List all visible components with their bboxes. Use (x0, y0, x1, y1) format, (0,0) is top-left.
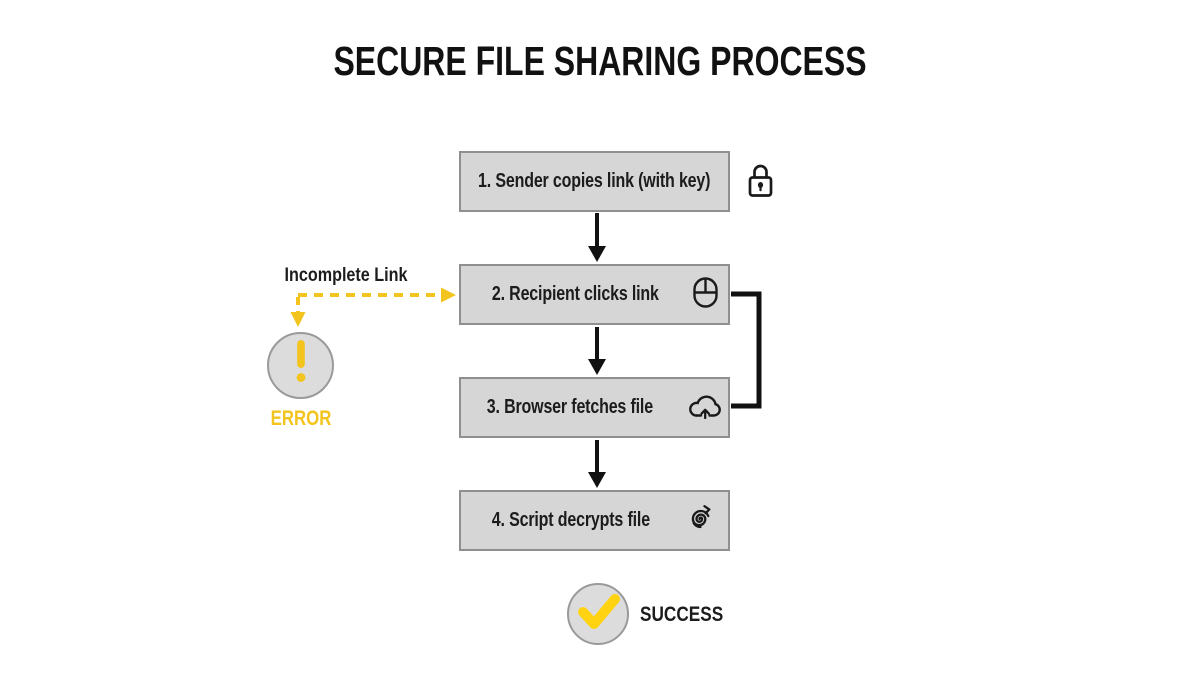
incomplete-link-label: Incomplete Link (284, 265, 408, 286)
exclamation-icon (270, 332, 332, 399)
page-title: SECURE FILE SHARING PROCESS (333, 38, 867, 84)
decrypt-spiral-icon (684, 501, 717, 540)
arrow-step2-to-step3 (588, 327, 606, 375)
step-1-label: 1. Sender copies link (with key) (478, 170, 711, 192)
arrow-step1-to-step2 (588, 213, 606, 262)
success-label: SUCCESS (640, 603, 724, 626)
error-badge (267, 332, 334, 399)
checkmark-icon (570, 583, 627, 645)
step-4-label: 4. Script decrypts file (491, 509, 651, 531)
error-label: ERROR (270, 407, 332, 430)
cloud-upload-icon (687, 391, 723, 424)
step-2-label: 2. Recipient clicks link (491, 283, 659, 305)
arrow-step3-to-step4 (588, 440, 606, 488)
success-badge (567, 583, 629, 645)
step-box-3: 3. Browser fetches file (459, 377, 730, 438)
mouse-icon (693, 276, 719, 313)
step-box-4: 4. Script decrypts file (459, 490, 730, 551)
step-box-2: 2. Recipient clicks link (459, 264, 730, 325)
step-box-1: 1. Sender copies link (with key) (459, 151, 730, 212)
lock-icon (744, 160, 777, 207)
side-bracket-connector (731, 291, 762, 409)
incomplete-link-dashed-arrow (290, 287, 456, 327)
step-3-label: 3. Browser fetches file (486, 396, 653, 418)
